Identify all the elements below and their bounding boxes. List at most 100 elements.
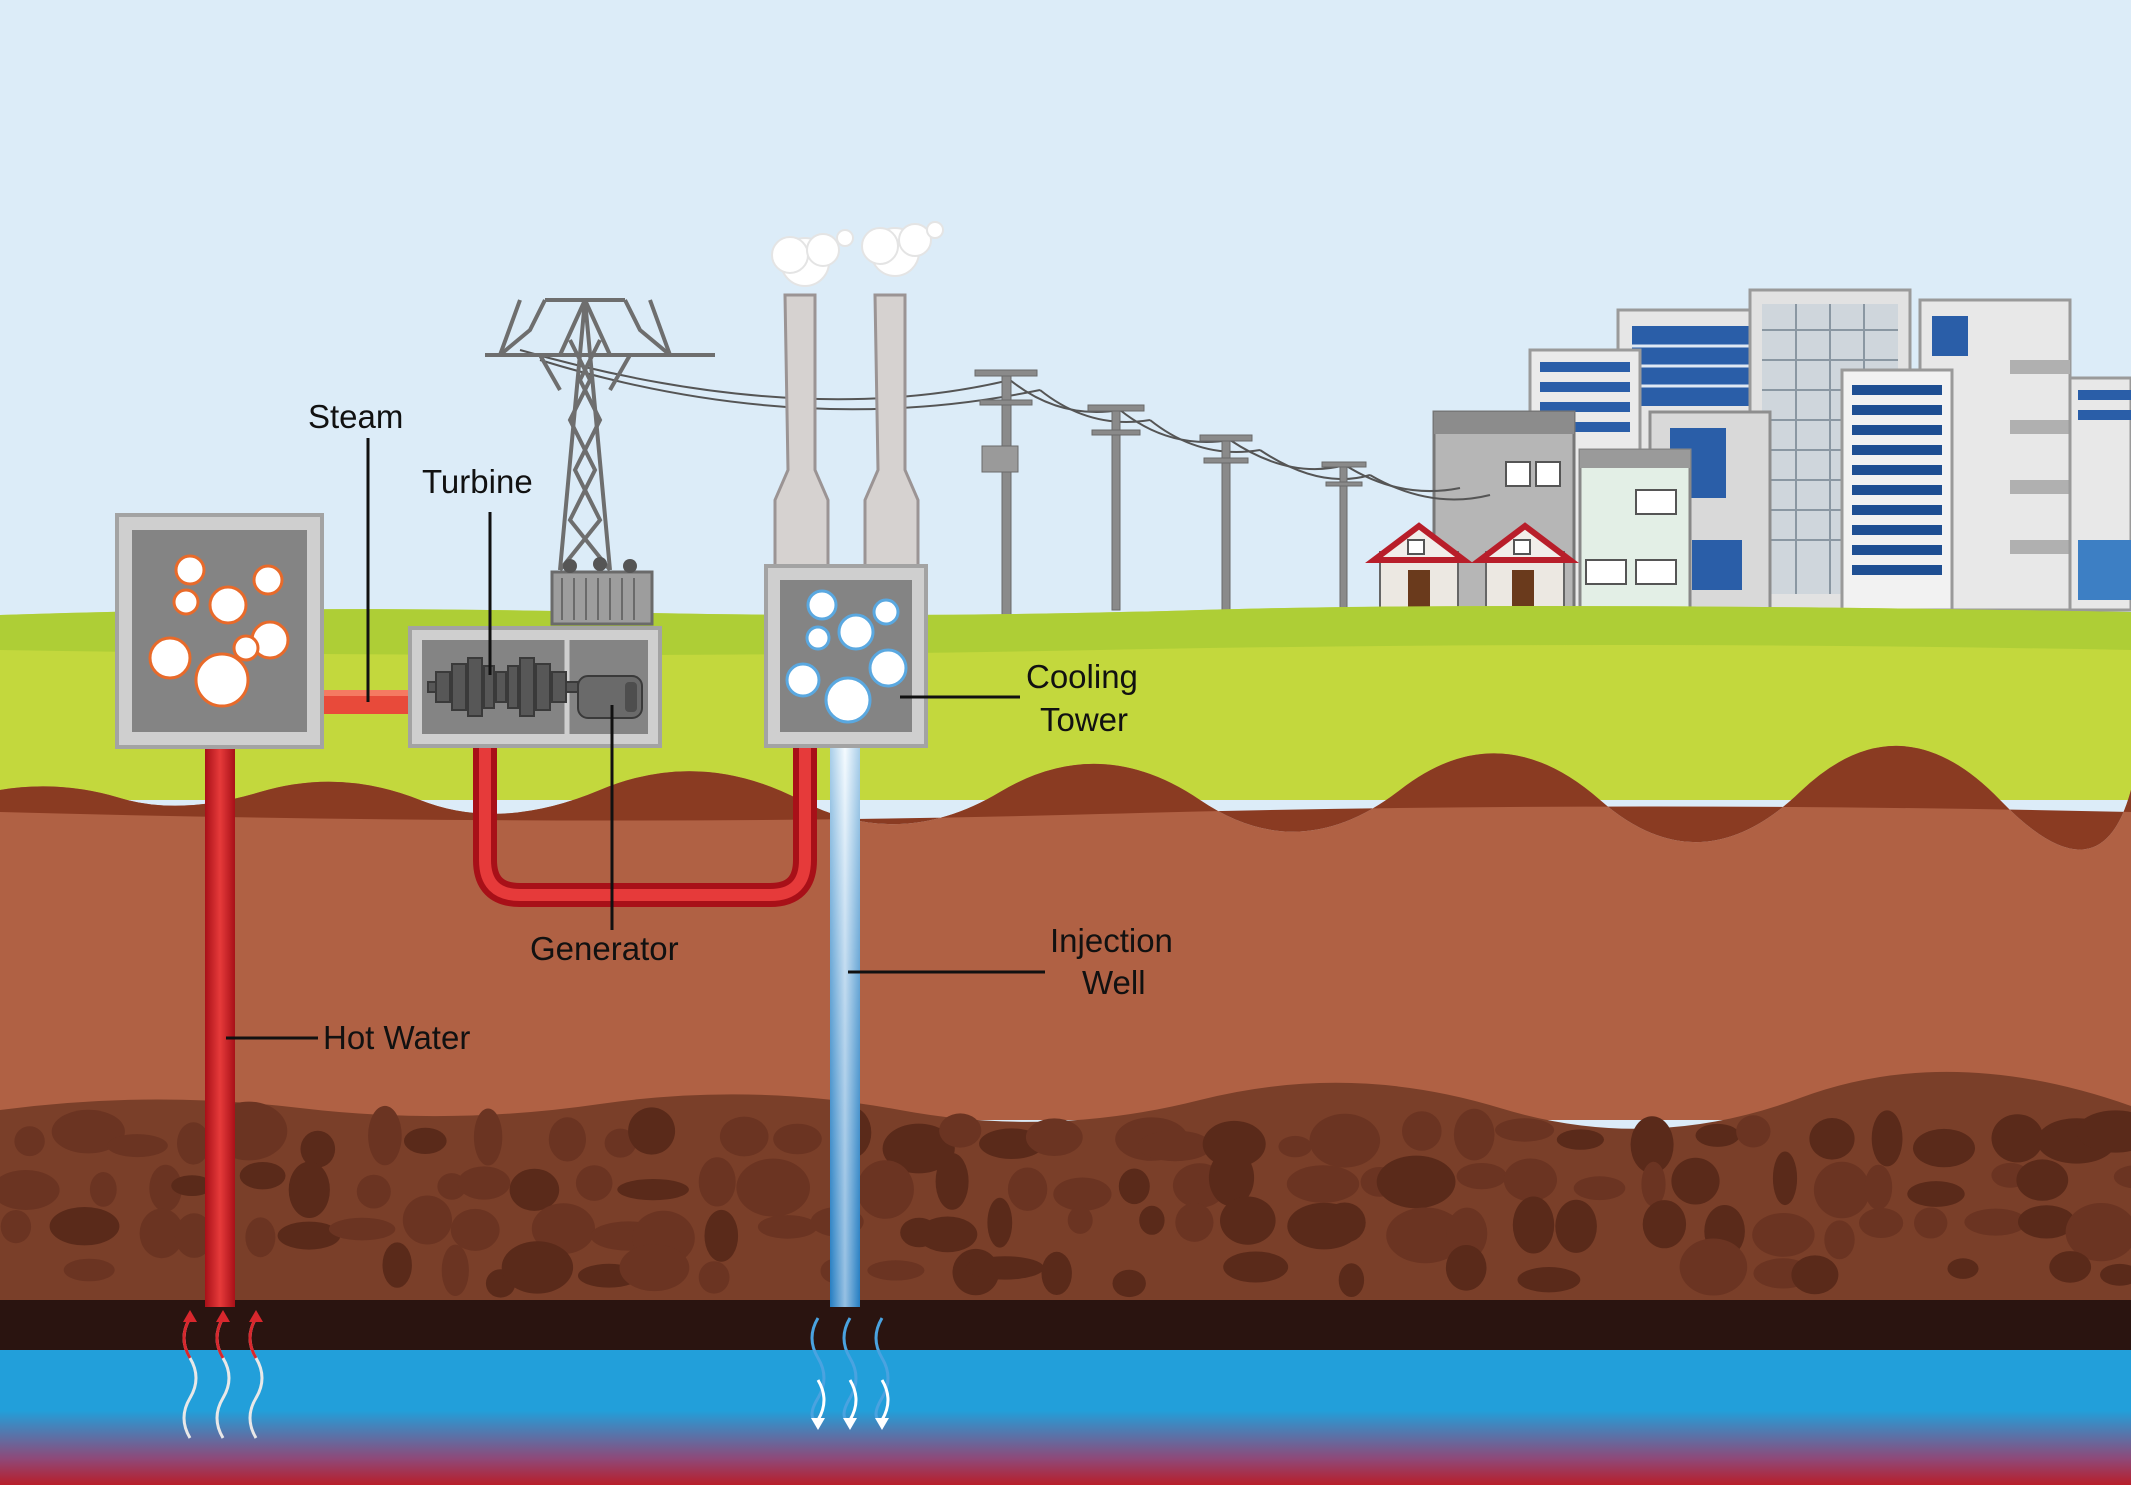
utility-pole-icon (1321, 461, 1367, 613)
rock (1907, 1181, 1965, 1207)
rock (1386, 1207, 1465, 1264)
rock (2049, 1251, 2092, 1283)
rock (736, 1158, 810, 1217)
rock (1630, 1116, 1674, 1174)
rock (939, 1113, 982, 1148)
cooling-tower-box (764, 564, 928, 748)
rock (328, 1217, 396, 1241)
rock (2016, 1159, 2069, 1201)
rock (548, 1117, 587, 1162)
rock (1453, 1108, 1495, 1161)
rock (1053, 1177, 1112, 1211)
hot-water-well (205, 745, 235, 1307)
rock (2113, 1165, 2131, 1189)
rock (1041, 1251, 1072, 1295)
rock (1323, 1202, 1366, 1243)
rock (1137, 1130, 1213, 1162)
rock (288, 1161, 330, 1219)
building-icon (1648, 410, 1772, 612)
rock (1495, 1118, 1555, 1142)
rock (0, 1170, 60, 1210)
rock (1555, 1199, 1597, 1253)
label-injection: Injection (1050, 922, 1173, 959)
rock (1376, 1155, 1456, 1209)
geothermal-reservoir (0, 1350, 2131, 1485)
rock (402, 1195, 452, 1245)
rock (1679, 1238, 1748, 1296)
rock (1671, 1157, 1720, 1205)
rock (1964, 1208, 2027, 1236)
rock (1445, 1245, 1487, 1291)
building-icon (1840, 368, 1954, 612)
rock (63, 1258, 115, 1282)
power-pylon-icon (485, 298, 715, 572)
rock (1286, 1165, 1360, 1203)
rock (509, 1168, 560, 1211)
rock (987, 1197, 1013, 1248)
rock (1947, 1258, 1979, 1279)
heat-wave-icon (182, 1310, 264, 1439)
rock (1007, 1167, 1048, 1211)
rock (174, 1213, 214, 1258)
building-icon (1578, 448, 1692, 612)
rock (1864, 1164, 1893, 1210)
soil-layer (0, 745, 2131, 1120)
rock (1175, 1202, 1214, 1242)
rock (1695, 1123, 1740, 1147)
utility-pole-icon (1087, 404, 1145, 611)
label-tower: Tower (1040, 701, 1128, 738)
rock (0, 1210, 32, 1244)
rock (757, 1215, 818, 1239)
rock (1573, 1176, 1626, 1201)
generator-icon (577, 675, 643, 719)
rock (1641, 1161, 1666, 1207)
heat-wave-icon (810, 1317, 890, 1430)
rock (1118, 1168, 1150, 1205)
rock (450, 1208, 500, 1251)
rock (89, 1172, 117, 1207)
rock (501, 1241, 574, 1294)
rock (245, 1217, 276, 1258)
rock (149, 1164, 182, 1212)
rock (698, 1157, 736, 1207)
steam-cloud-icon (148, 554, 290, 708)
rock (1220, 1196, 1276, 1245)
rock (1446, 1207, 1488, 1260)
rock (1208, 1149, 1255, 1207)
label-steam: Steam (308, 398, 403, 435)
steam-cloud-icon (785, 589, 908, 724)
city-skyline (1365, 288, 2131, 613)
house-icon (1365, 522, 1473, 613)
rock (300, 1130, 336, 1168)
label-well: Well (1082, 964, 1146, 1001)
rock (277, 1221, 341, 1250)
rock (719, 1116, 769, 1157)
rock (628, 1107, 676, 1155)
rock (935, 1153, 969, 1210)
rock (1736, 1115, 1771, 1148)
rock (619, 1244, 690, 1292)
rock (1871, 1110, 1903, 1167)
rock (382, 1242, 412, 1288)
rock (1809, 1118, 1855, 1160)
rock (139, 1208, 184, 1259)
transformer (550, 557, 654, 626)
rock (773, 1123, 822, 1155)
rock (404, 1127, 447, 1154)
rock (1824, 1220, 1855, 1260)
rock (473, 1108, 503, 1166)
rock (917, 1216, 978, 1253)
rock (1556, 1129, 1604, 1150)
rock (1517, 1267, 1581, 1293)
rock (1914, 1207, 1948, 1239)
rock (1112, 1269, 1146, 1298)
power-lines (519, 349, 1491, 501)
rock (49, 1207, 120, 1246)
rock (1278, 1135, 1312, 1158)
rock (1338, 1263, 1365, 1297)
rock (368, 1105, 402, 1166)
rock (177, 1122, 210, 1165)
label-generator: Generator (530, 930, 679, 967)
building-icon (2068, 376, 2131, 612)
